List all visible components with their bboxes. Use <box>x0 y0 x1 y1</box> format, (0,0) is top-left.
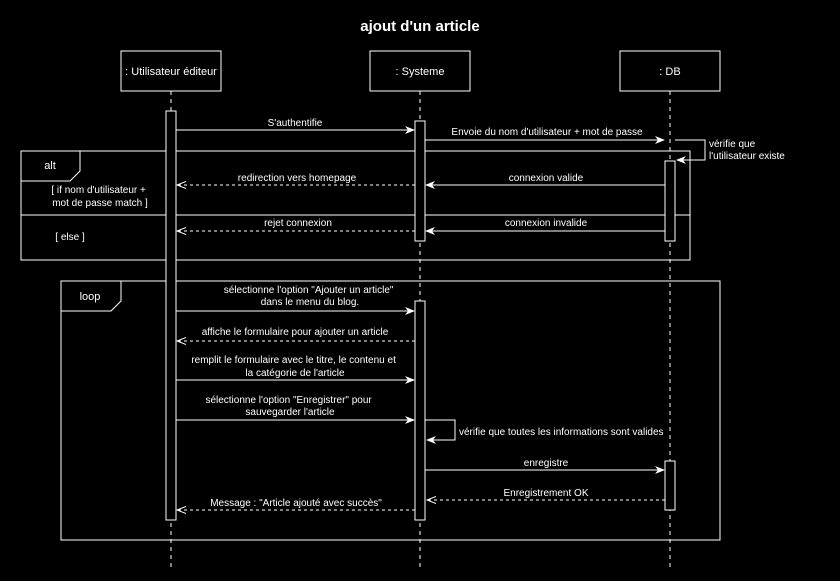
activation-user <box>165 110 177 521</box>
participant-system-label: : Systeme <box>396 66 445 78</box>
message-arrow-m12 <box>425 419 456 444</box>
participant-db-label: : DB <box>659 66 680 78</box>
message-label-m15-bg <box>206 496 386 509</box>
message-label-m9: affiche le formulaire pour ajouter un ar… <box>202 327 389 338</box>
fragment-loop <box>60 280 721 541</box>
message-label-m2: Envoie du nom d'utilisateur + mot de pas… <box>451 127 643 138</box>
activation-db-1 <box>664 160 676 242</box>
message-label-m1: S'authentifie <box>268 118 323 129</box>
participant-user: : Utilisateur éditeur <box>120 50 222 92</box>
fragment-alt-guard-if: [ if nom d'utilisateur + mot de passe ma… <box>51 185 148 209</box>
fragment-loop-label: loop <box>80 291 101 303</box>
message-label-m7: rejet connexion <box>264 218 332 229</box>
fragment-alt-guard-else: [ else ] <box>55 232 85 243</box>
participant-db: : DB <box>619 50 721 92</box>
fragment-alt-label: alt <box>44 160 56 172</box>
message-label-m4: connexion valide <box>509 173 584 184</box>
message-label-m10: remplit le formulaire avec le titre, le … <box>191 355 398 379</box>
fragment-loop-tab <box>61 280 122 312</box>
fragment-alt-tab <box>21 150 81 182</box>
message-arrow-m3 <box>675 139 706 164</box>
message-label-m10-bg <box>192 353 397 378</box>
fragment-alt-guard-if-line2: mot de passe match ] <box>52 198 148 209</box>
activation-db-2 <box>664 460 676 511</box>
message-label-m6: connexion invalide <box>505 218 588 229</box>
fragment-loop-frame <box>60 280 721 541</box>
message-label-m14-bg <box>497 486 595 499</box>
activation-system-1 <box>414 120 426 242</box>
message-label-m8: sélectionne l'option "Ajouter un article… <box>224 285 396 308</box>
message-label-m11: sélectionne l'option "Enregistrer" pour … <box>205 395 374 418</box>
message-label-m12: vérifie que toutes les informations sont… <box>459 427 664 438</box>
message-label-m14: Enregistrement OK <box>503 488 588 499</box>
fragment-alt-frame <box>20 150 691 261</box>
fragment-alt <box>20 150 691 261</box>
message-label-m5: redirection vers homepage <box>238 173 357 184</box>
message-label-m13: enregistre <box>524 458 569 469</box>
message-labels: S'authentifie Envoie du nom d'utilisateu… <box>191 118 785 509</box>
participant-system: : Systeme <box>369 50 471 92</box>
activation-system-2 <box>414 300 426 521</box>
messages <box>176 126 706 510</box>
participant-user-label: : Utilisateur éditeur <box>125 66 217 78</box>
message-label-m15: Message : "Article ajouté avec succès" <box>210 498 382 509</box>
message-label-m11-bg <box>205 393 375 418</box>
message-label-m3-bg <box>707 137 785 163</box>
message-label-m3: vérifie que l'utilisateur existe <box>709 139 785 162</box>
activations <box>165 110 676 521</box>
message-label-m9-bg <box>198 325 391 338</box>
diagram-title: ajout d'un article <box>360 18 479 35</box>
message-label-m8-bg <box>225 283 395 308</box>
fragment-alt-guard-if-line1: [ if nom d'utilisateur + <box>51 185 146 196</box>
